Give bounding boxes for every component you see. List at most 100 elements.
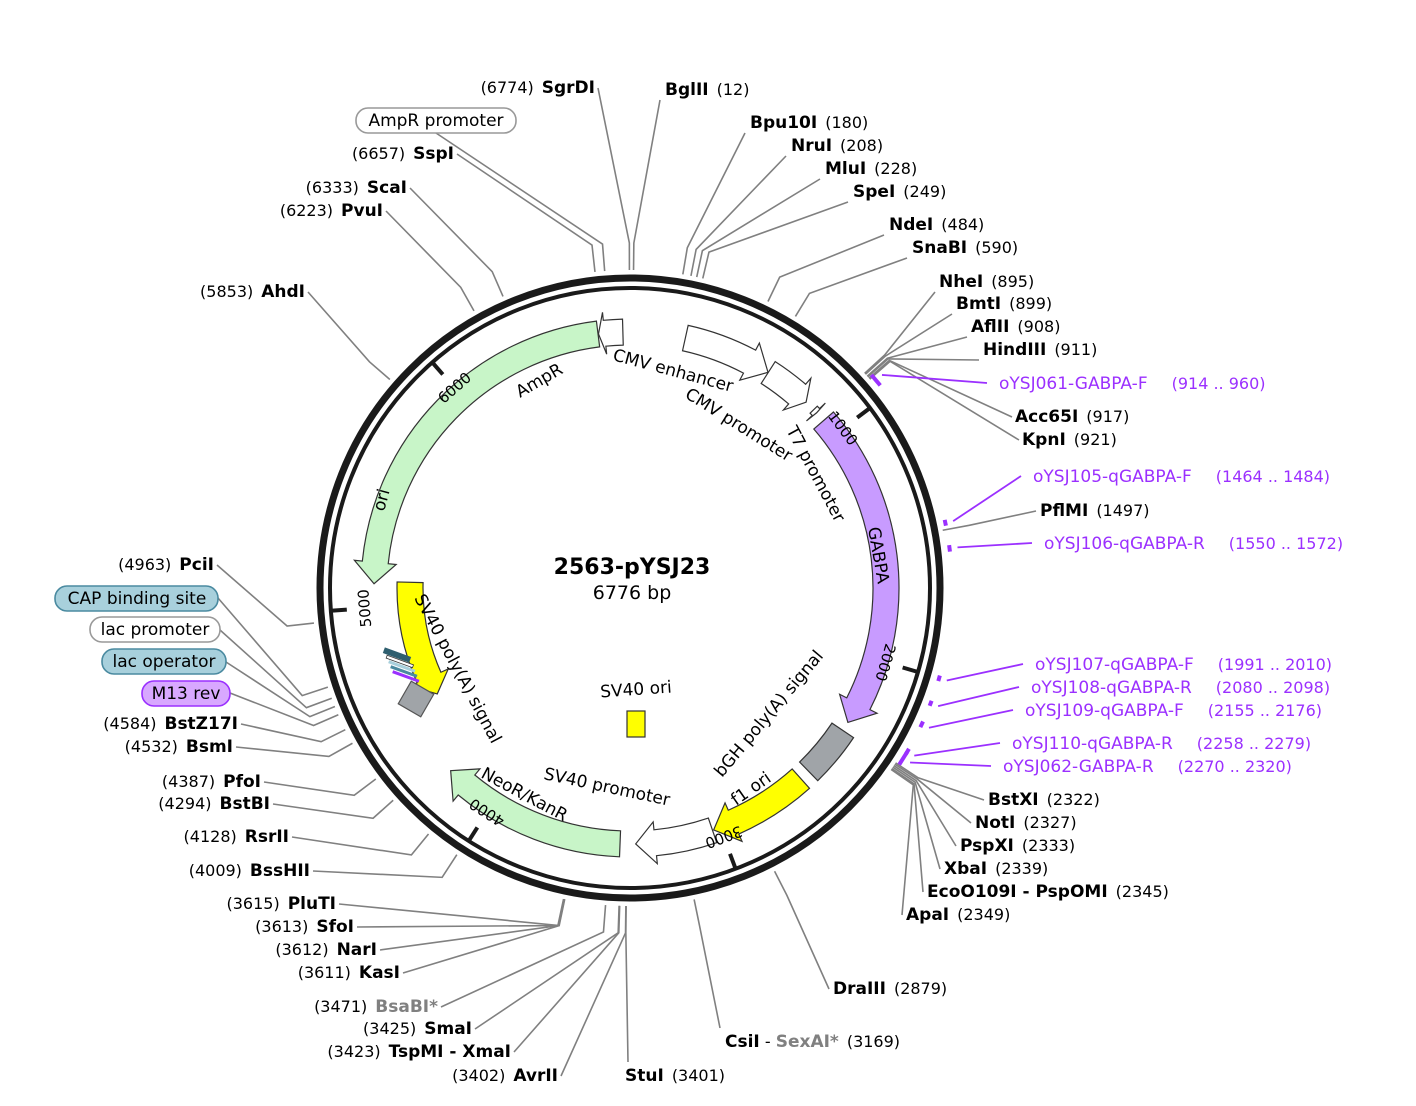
svg-text:DraIII(2879): DraIII(2879) <box>833 979 947 999</box>
site-pos: (4128) <box>184 827 237 846</box>
primer-mark[interactable] <box>918 720 925 729</box>
site-leader <box>693 899 721 1029</box>
primer-leader <box>952 475 1022 522</box>
svg-text:(5853)AhdI: (5853)AhdI <box>200 282 305 302</box>
site-pos: (6774) <box>481 78 534 97</box>
primer-name: oYSJ105-qGABPA-F <box>1033 467 1192 487</box>
feature-ampr-promoter[interactable] <box>597 312 624 355</box>
site-name: PciI <box>179 555 214 575</box>
feature-bgh-polya[interactable] <box>798 722 855 782</box>
site-leader <box>893 764 957 847</box>
primer-leader <box>881 374 988 384</box>
site-leader <box>695 178 821 278</box>
sv40-polya-box[interactable] <box>397 680 435 718</box>
primer-name: oYSJ110-qGABPA-R <box>1012 734 1173 754</box>
primer-name: oYSJ109-qGABPA-F <box>1025 701 1184 721</box>
svg-text:(3613)SfoI: (3613) SfoI <box>255 917 354 937</box>
site-name: SspI <box>413 144 454 164</box>
site-pos: (3169) <box>847 1032 900 1051</box>
site-leader <box>866 336 968 377</box>
feature-cmv-enhancer[interactable] <box>681 324 769 382</box>
site-leader <box>864 313 953 375</box>
tick-mark <box>902 665 919 674</box>
site-name: PspXI <box>960 836 1014 856</box>
site-pos: (908) <box>1017 317 1060 336</box>
feature-f1-ori[interactable] <box>712 768 811 843</box>
m13-rev-pill[interactable]: M13 rev <box>141 680 231 707</box>
svg-text:NdeI(484): NdeI(484) <box>889 215 984 235</box>
boxed-labels: AmpR promoter CAP binding site lac promo… <box>54 107 517 707</box>
site-name: BssHII <box>250 861 310 881</box>
primer-mark[interactable] <box>947 544 952 552</box>
site-pos: (899) <box>1009 294 1052 313</box>
tick-label: 5000 <box>354 588 375 627</box>
svg-text:EcoO109I - PspOMI(2345): EcoO109I - PspOMI(2345) <box>927 882 1169 902</box>
ampr-promoter-pill[interactable]: AmpR promoter <box>355 107 517 134</box>
site-name: CsiI <box>725 1032 760 1052</box>
site-name: BstBI <box>220 794 271 814</box>
site-leader <box>409 187 504 297</box>
plasmid-size: 6776 bp <box>593 582 672 604</box>
primer-mark[interactable] <box>869 373 882 387</box>
primer-leader <box>937 686 1020 708</box>
primer-mark[interactable] <box>942 519 948 527</box>
site-leader <box>456 153 596 273</box>
svg-text:(3425)SmaI: (3425)SmaI <box>363 1019 472 1039</box>
site-name: EcoO109I - PspOMI <box>927 882 1108 902</box>
svg-text:oYSJ105-qGABPA-F(1464 .. 1484): oYSJ105-qGABPA-F(1464 .. 1484) <box>1033 467 1330 487</box>
lac-promoter-pill[interactable]: lac promoter <box>89 616 221 643</box>
site-name: SgrDI <box>542 78 595 98</box>
primer-mark[interactable] <box>927 700 934 707</box>
site-leader <box>942 510 1037 532</box>
feature-ampr[interactable] <box>352 320 601 585</box>
sv40-ori-box[interactable] <box>626 710 646 738</box>
site-leader <box>385 210 475 312</box>
site-pos: (3611) <box>298 963 351 982</box>
site-leader <box>225 661 336 718</box>
svg-text:oYSJ106-qGABPA-R(1550 .. 1572): oYSJ106-qGABPA-R (1550 .. 1572) <box>1044 534 1343 554</box>
site-leader <box>867 358 980 378</box>
svg-text:BglII(12): BglII(12) <box>665 80 749 100</box>
site-pos: (2879) <box>894 979 947 998</box>
site-name: SfoI <box>316 917 354 937</box>
svg-text:PflMI(1497): PflMI(1497) <box>1040 501 1150 521</box>
site-leader <box>240 723 346 743</box>
site-pos: (4963) <box>118 555 171 574</box>
tick-mark <box>430 361 445 376</box>
site-name: RsrII <box>245 827 289 847</box>
site-pos: (4009) <box>189 861 242 880</box>
svg-text:AflII(908): AflII(908) <box>971 317 1060 337</box>
svg-text:(3612)NarI: (3612)NarI <box>275 940 377 960</box>
feature-cmv-promoter[interactable] <box>760 360 812 412</box>
svg-text:(3423)TspMI - XmaI: (3423)TspMI - XmaI <box>327 1042 511 1062</box>
feature-gabpa[interactable] <box>812 411 900 724</box>
svg-text:BmtI(899): BmtI(899) <box>956 294 1052 314</box>
primer-range: (1550 .. 1572) <box>1229 534 1343 553</box>
lac-operator-pill[interactable]: lac operator <box>101 648 227 675</box>
site-pos: (6223) <box>280 201 333 220</box>
feature-t7-promoter[interactable] <box>806 402 826 422</box>
feature-label-sv40-ori: SV40 ori <box>600 678 673 703</box>
plasmid-name: 2563-pYSJ23 <box>554 555 711 580</box>
svg-text:(4387)PfoI: (4387)PfoI <box>162 772 261 792</box>
primer-mark[interactable] <box>936 675 942 682</box>
cap-binding-site-pill[interactable]: CAP binding site <box>54 585 219 612</box>
site-name: BsmI <box>186 737 233 757</box>
primer-mark[interactable] <box>897 750 909 766</box>
primer-range: (2258 .. 2279) <box>1197 734 1311 753</box>
site-pos: (4387) <box>162 772 215 791</box>
feature-neor-kanr[interactable] <box>450 768 622 858</box>
site-pos: (3613) <box>255 917 308 936</box>
primer-name: oYSJ106-qGABPA-R <box>1044 534 1205 554</box>
pill-text: lac operator <box>112 652 215 672</box>
svg-text:(6333)ScaI: (6333)ScaI <box>306 178 407 198</box>
site-pos: (4532) <box>125 737 178 756</box>
site-leader <box>891 767 924 893</box>
primer-leader <box>957 542 1033 549</box>
feature-sv40-promoter[interactable] <box>634 817 718 866</box>
site-leader <box>291 833 430 856</box>
site-leader <box>682 132 746 275</box>
site-leader <box>701 201 849 279</box>
site-leader <box>625 905 629 1063</box>
primer-name: oYSJ061-GABPA-F <box>999 374 1148 394</box>
